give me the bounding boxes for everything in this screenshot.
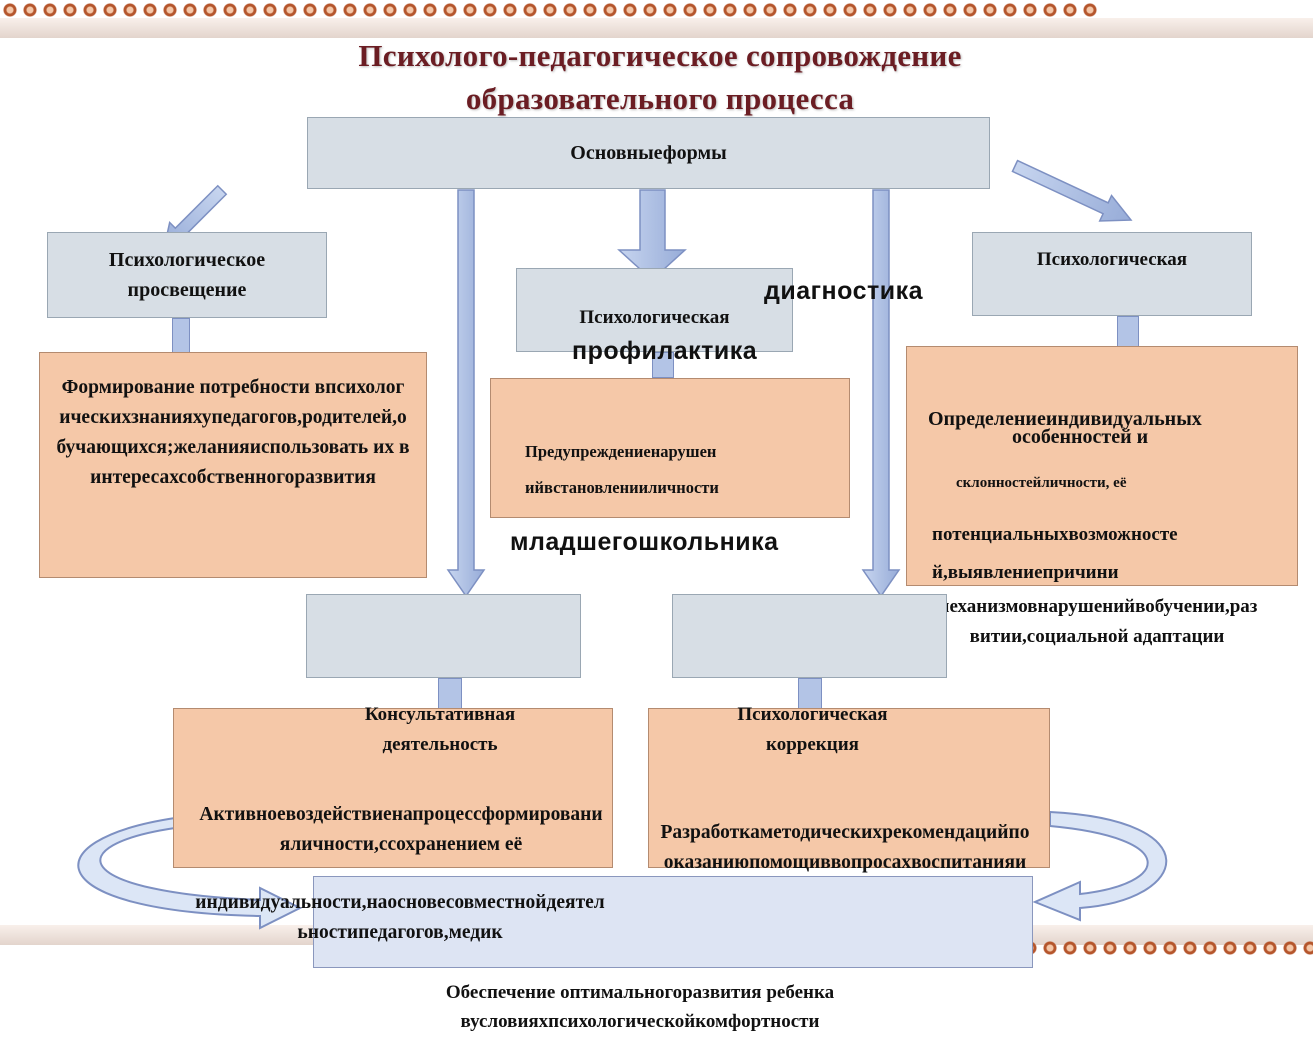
description-box-profilaktika: Предупреждениенарушен ийвстановленииличн… <box>490 378 850 518</box>
connector-pillar <box>1117 316 1139 348</box>
description-konsultativnaya: Активноевоздействиенапроцессформирования… <box>199 804 603 855</box>
description-box-korrektsiya <box>648 708 1050 868</box>
arrow-to-profilaktika <box>617 189 687 282</box>
description-box-konsultativnaya <box>173 708 613 868</box>
result-caption: Обеспечение оптимальногоразвития ребенка… <box>445 982 835 1032</box>
page-title: Психолого-педагогическое сопровождение о… <box>358 38 962 116</box>
form-box-profilaktika: Психологическая <box>516 268 793 352</box>
description-diagnostika-line6: механизмовнарушенийвобучении,развитии,со… <box>936 596 1258 647</box>
description-box-diagnostika <box>906 346 1298 586</box>
description-profilaktika-line3: младшегошкольника <box>510 528 779 556</box>
description-profilaktika-line1: Предупреждениенарушен <box>525 442 717 461</box>
arrow-to-korrektsiya <box>861 189 901 598</box>
description-diagnostika-line4: потенциальныхвозможносте <box>932 524 1178 545</box>
arrow-to-konsultativnaya <box>446 189 486 598</box>
description-diagnostika-line3: склонностейличности, её <box>956 475 1127 491</box>
form-box-korrektsiya <box>672 594 947 678</box>
connector-pillar <box>798 678 822 710</box>
form-label-diagnostika-line1: Психологическая <box>1036 249 1188 270</box>
description-box-prosveshchenie: Формирование потребности впсихологически… <box>39 352 427 578</box>
form-label-profilaktika-line1: Психологическая <box>579 307 730 328</box>
description-diagnostika-line1: Определениеиндивидуальных <box>928 408 1202 430</box>
form-label-korrektsiya: Психологическая коррекция <box>737 704 888 755</box>
form-label-prosveshchenie: Психологическое просвещение <box>108 249 266 301</box>
result-box <box>313 876 1033 968</box>
main-forms-label: Основныеформы <box>570 142 727 164</box>
connector-pillar <box>172 318 190 354</box>
description-prosveshchenie: Формирование потребности впсихологически… <box>56 377 410 488</box>
description-diagnostika-line5: й,выявлениепричини <box>932 562 1119 583</box>
form-box-prosveshchenie: Психологическое просвещение <box>47 232 327 318</box>
decorative-bead-border-top <box>0 2 1100 18</box>
description-konsultativnaya-cont: индивидуальности,наосновесовместнойдеяте… <box>195 892 605 943</box>
main-forms-box: Основныеформы <box>307 117 990 189</box>
decorative-band-top <box>0 18 1313 38</box>
form-label-konsultativnaya: Консультативная деятельность <box>364 704 516 755</box>
form-label-profilaktika-line2: профилактика <box>572 337 758 365</box>
connector-pillar <box>438 678 462 710</box>
description-profilaktika-line2: ийвстановленииличности <box>525 478 719 497</box>
description-diagnostika-line2: особенностей и <box>1012 426 1149 448</box>
cycle-arrow-left <box>77 816 303 930</box>
form-box-konsultativnaya <box>306 594 581 678</box>
connector-pillar <box>652 352 674 378</box>
form-label-diagnostika-line2: диагностика <box>764 277 924 305</box>
arrow-to-diagnostika <box>1011 159 1133 222</box>
cycle-arrow-right <box>1032 810 1168 922</box>
form-box-diagnostika: Психологическая <box>972 232 1252 316</box>
